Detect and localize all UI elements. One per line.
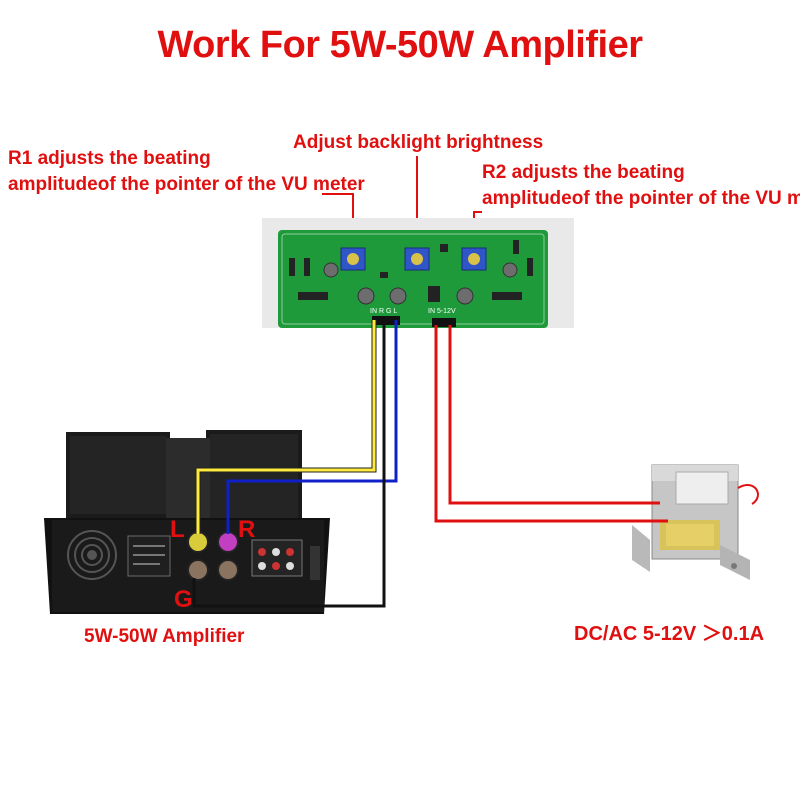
r2-annotation-line1: R2 adjusts the beating (482, 162, 685, 183)
r1-annotation: R1 adjusts the beating amplitudeof the p… (8, 146, 365, 198)
fan-grille-icon (67, 530, 117, 580)
potentiometer-r1 (340, 247, 366, 271)
transformer (632, 464, 759, 580)
r2-annotation-line2: amplitudeof the pointer of the VU meter (482, 188, 800, 209)
power-silk-label: IN 5-12V (428, 308, 456, 315)
blue-wire (226, 320, 398, 534)
backlight-annotation: Adjust backlight brightness (293, 132, 544, 153)
r1-annotation-line1: R1 adjusts the beating (8, 148, 211, 169)
smd-components (289, 240, 533, 302)
vu-driver-board: IN R G L IN 5-12V (262, 218, 574, 328)
amplifier (44, 430, 330, 614)
r1-annotation-line2: amplitudeof the pointer of the VU meter (8, 174, 365, 195)
amplifier-label: 5W-50W Amplifier (84, 626, 245, 647)
terminal-label-r: R (238, 516, 256, 543)
red-wire-2 (448, 325, 660, 505)
speaker-terminals (187, 531, 239, 581)
terminal-label-l: L (170, 516, 185, 543)
wires (192, 320, 668, 608)
rca-input-panel (251, 539, 320, 580)
input-silk-label: IN R G L (370, 308, 397, 315)
terminal-label-g: G (174, 586, 193, 613)
input-header: IN R G L (370, 308, 400, 325)
black-wire (192, 322, 386, 608)
power-header: IN 5-12V (428, 308, 456, 327)
potentiometer-backlight (404, 247, 430, 271)
capacitors (323, 262, 518, 305)
diagram-title: Work For 5W-50W Amplifier (157, 24, 643, 66)
potentiometer-r2 (461, 247, 487, 271)
r2-annotation: R2 adjusts the beating amplitudeof the p… (482, 160, 800, 212)
red-wire-1 (434, 325, 668, 523)
power-supply-label: DC/AC 5-12V ＞0.1A (574, 623, 765, 645)
